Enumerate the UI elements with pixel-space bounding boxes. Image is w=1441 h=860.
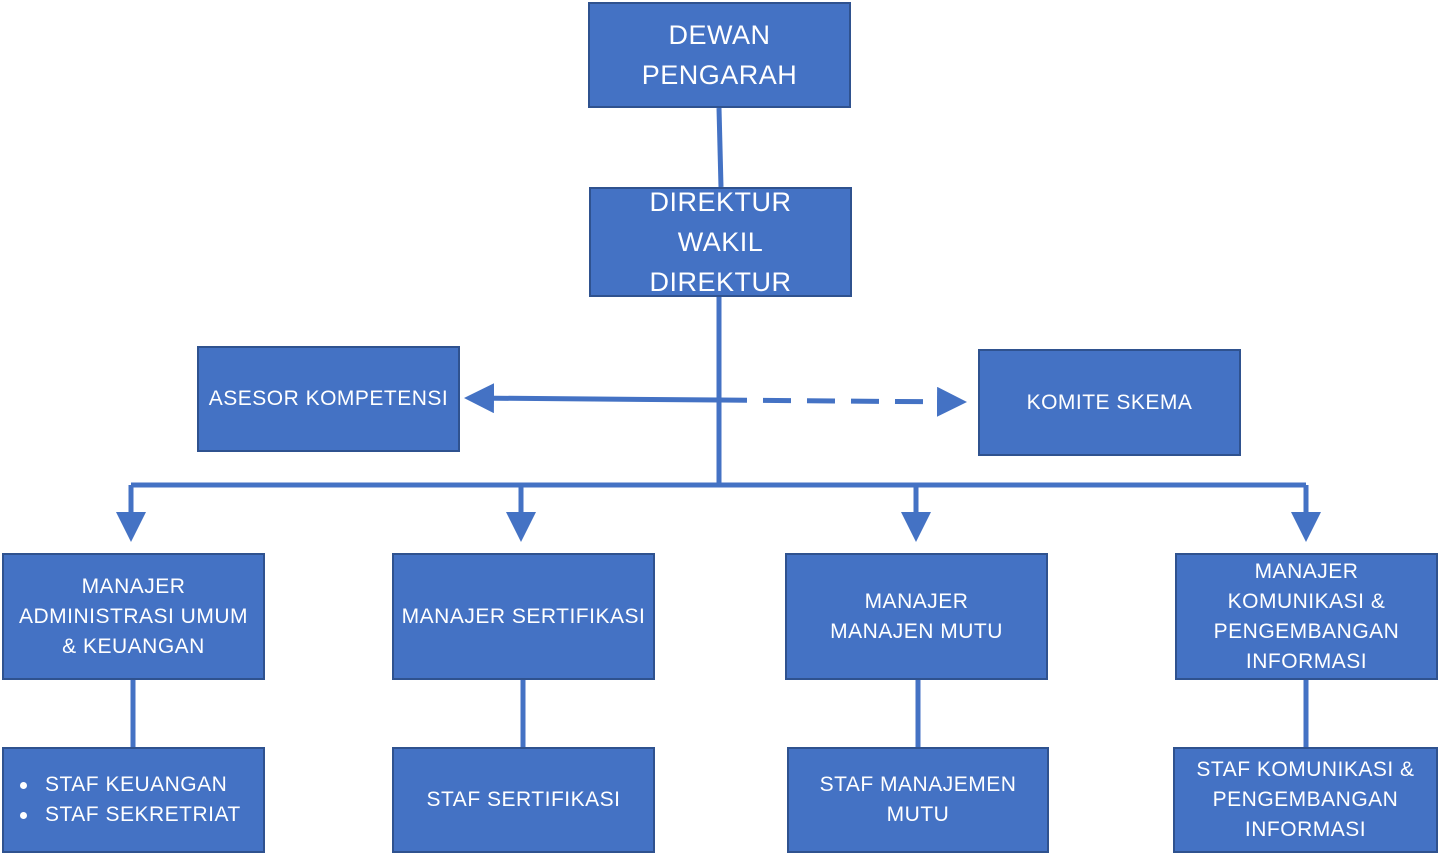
arrow-to-komite [718,386,967,417]
box-text: DEWAN [668,20,771,50]
box-text: MANAJER [81,574,186,598]
box-text: MANAJEN MUTU [830,619,1003,643]
manajer-sertifikasi-box: MANAJER SERTIFIKASI [392,553,655,680]
asesor-kompetensi-box: ASESOR KOMPETENSI [197,346,460,452]
box-text: INFORMASI [1244,818,1367,841]
bullet-icon [20,811,27,819]
manajer-komunikasi-box: MANAJER KOMUNIKASI & PENGEMBANGAN INFORM… [1175,553,1438,680]
box-text: WAKIL [677,227,764,257]
staff-label: STAF KEUANGAN [45,773,228,796]
box-text: MANAJER [1254,559,1359,583]
box-text: PENGEMBANGAN [1212,788,1399,811]
manajer-administrasi-box: MANAJER ADMINISTRASI UMUM & KEUANGAN [2,553,265,680]
box-text: DIREKTUR [649,267,792,297]
staf-komunikasi-box: STAF KOMUNIKASI & PENGEMBANGAN INFORMASI [1173,747,1438,853]
box-text: STAF SERTIFIKASI [426,788,621,811]
box-text: ADMINISTRASI UMUM [19,604,248,628]
box-text: MANAJER [864,589,969,613]
box-text: PENGEMBANGAN [1213,619,1400,643]
box-text: & KEUANGAN [62,634,205,658]
box-text: MUTU [886,803,950,826]
bullet-icon [20,781,27,789]
staff-list-item: STAF KEUANGAN [20,770,227,800]
direktur-box: DIREKTUR WAKIL DIREKTUR [589,187,852,297]
staf-mutu-box: STAF MANAJEMEN MUTU [787,747,1049,853]
arrow-to-asesor [464,383,720,414]
manajer-mutu-box: MANAJER MANAJEN MUTU [785,553,1048,680]
staff-list-item: STAF SEKRETRIAT [20,800,241,830]
box-text: STAF KOMUNIKASI & [1196,758,1415,781]
box-text: STAF MANAJEMEN [819,773,1017,796]
staff-label: STAF SEKRETRIAT [45,803,241,826]
line-dewan-direktur [716,107,724,188]
staf-sertifikasi-box: STAF SERTIFIKASI [392,747,655,853]
box-text: KOMUNIKASI & [1227,589,1386,613]
komite-skema-box: KOMITE SKEMA [978,349,1241,456]
box-text: PENGARAH [641,60,798,90]
staf-administrasi-box: STAF KEUANGAN STAF SEKRETRIAT [2,747,265,853]
dewan-pengarah-box: DEWAN PENGARAH [588,2,851,108]
box-text: INFORMASI [1245,649,1368,673]
box-text: ASESOR KOMPETENSI [208,387,449,410]
box-text: KOMITE SKEMA [1026,390,1193,414]
box-text: DIREKTUR [649,187,792,217]
box-text: MANAJER SERTIFIKASI [401,604,646,628]
